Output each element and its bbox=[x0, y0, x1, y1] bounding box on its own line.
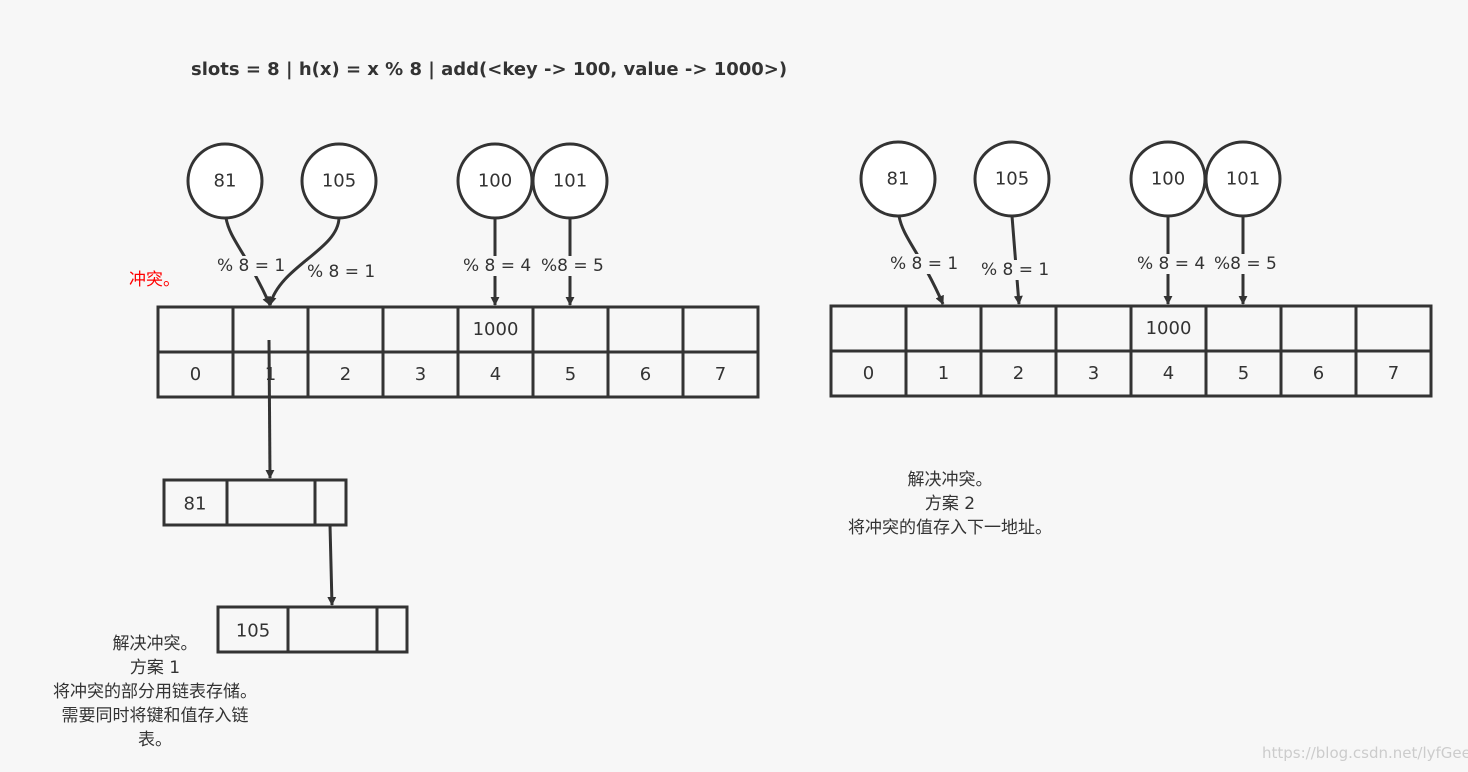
left-hash-label-105: % 8 = 1 bbox=[306, 262, 377, 282]
left-key-label-105: 105 bbox=[322, 171, 356, 192]
left-note-line: 表。 bbox=[138, 730, 172, 750]
right-scheme: 0 1 2 3 1000 4 5 6 7 81 105 100 101 bbox=[829, 140, 1433, 398]
left-note-line: 需要同时将键和值存入链 bbox=[61, 706, 249, 726]
watermark: https://blog.csdn.net/lyfGeek bbox=[1262, 744, 1468, 762]
right-hash-label-100: % 8 = 4 bbox=[1136, 254, 1207, 274]
chain-next-arrow bbox=[327, 524, 337, 606]
chain-node-1 bbox=[162, 478, 348, 527]
right-slot-index-4: 4 bbox=[1163, 363, 1174, 384]
right-note-line: 方案 2 bbox=[924, 494, 976, 514]
right-slot-index-2: 2 bbox=[1013, 363, 1024, 384]
left-hash-label-100: % 8 = 4 bbox=[462, 256, 533, 276]
left-key-node-81 bbox=[186, 142, 264, 220]
right-slot-index-5: 5 bbox=[1238, 363, 1249, 384]
left-scheme-note: 解决冲突。 方案 1 将冲突的部分用链表存储。 需要同时将键和值存入链 表。 bbox=[30, 632, 280, 752]
left-slot-value-4: 1000 bbox=[473, 319, 519, 340]
left-slot-index-4: 4 bbox=[490, 364, 501, 385]
left-note-line: 解决冲突。 bbox=[112, 634, 198, 654]
chain-node-2 bbox=[216, 605, 409, 654]
right-slot-index-7: 7 bbox=[1388, 363, 1399, 384]
right-note-line: 将冲突的值存入下一地址。 bbox=[848, 518, 1052, 538]
right-slot-index-3: 3 bbox=[1088, 363, 1099, 384]
chain-node-1-key: 81 bbox=[184, 494, 207, 515]
right-hash-label-81: % 8 = 1 bbox=[889, 254, 960, 274]
right-note-line: 解决冲突。 bbox=[907, 470, 993, 490]
conflict-label: 冲突。 bbox=[129, 270, 180, 290]
right-slot-index-6: 6 bbox=[1313, 363, 1324, 384]
left-arrow-105 bbox=[267, 217, 341, 306]
right-hash-label-101: %8 = 5 bbox=[1213, 254, 1278, 274]
right-slot-value-4: 1000 bbox=[1146, 318, 1192, 339]
chain-node-2-key: 105 bbox=[236, 621, 270, 642]
right-slot-index-0: 0 bbox=[863, 363, 874, 384]
left-key-label-100: 100 bbox=[478, 171, 512, 192]
right-scheme-note: 解决冲突。 方案 2 将冲突的值存入下一地址。 bbox=[820, 468, 1080, 540]
left-hash-label-81: % 8 = 1 bbox=[216, 256, 287, 276]
left-slot-index-7: 7 bbox=[715, 364, 726, 385]
left-arrow-to-chain bbox=[265, 339, 275, 479]
left-slot-index-5: 5 bbox=[565, 364, 576, 385]
left-hash-label-101: %8 = 5 bbox=[540, 256, 605, 276]
left-key-label-101: 101 bbox=[553, 171, 587, 192]
right-hash-label-105: % 8 = 1 bbox=[980, 260, 1051, 280]
right-key-label-100: 100 bbox=[1151, 169, 1185, 190]
right-key-node-81 bbox=[859, 140, 937, 218]
right-arrow-81 bbox=[897, 215, 945, 305]
left-note-line: 方案 1 bbox=[129, 658, 181, 678]
right-key-label-81: 81 bbox=[887, 169, 910, 190]
left-note-line: 将冲突的部分用链表存储。 bbox=[53, 682, 257, 702]
left-slot-index-3: 3 bbox=[415, 364, 426, 385]
left-slot-index-0: 0 bbox=[190, 364, 201, 385]
diagram-title: slots = 8 | h(x) = x % 8 | add(<key -> 1… bbox=[191, 59, 788, 80]
right-key-label-105: 105 bbox=[995, 169, 1029, 190]
left-arrow-81 bbox=[224, 217, 272, 306]
left-slot-index-2: 2 bbox=[340, 364, 351, 385]
right-slot-index-1: 1 bbox=[938, 363, 949, 384]
right-key-label-101: 101 bbox=[1226, 169, 1260, 190]
left-key-label-81: 81 bbox=[214, 171, 237, 192]
left-slot-index-6: 6 bbox=[640, 364, 651, 385]
